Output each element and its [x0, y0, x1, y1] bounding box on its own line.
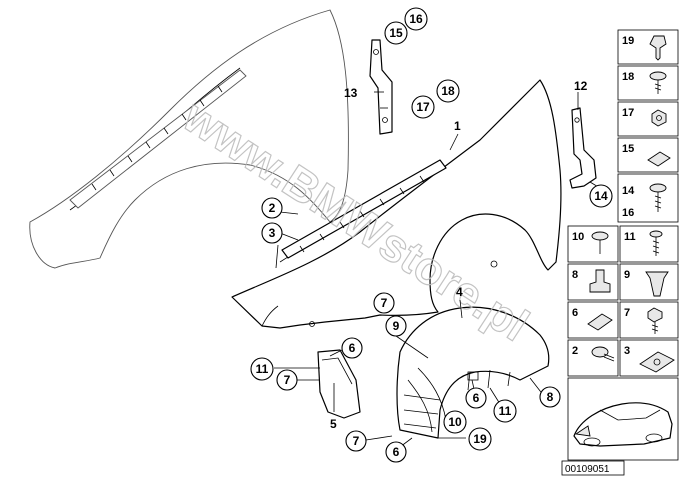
- svg-text:17: 17: [622, 107, 634, 119]
- wheel-arch-liner-part: [396, 306, 550, 439]
- svg-text:16: 16: [409, 12, 423, 26]
- svg-text:8: 8: [572, 269, 578, 281]
- car-location-thumbnail: [567, 377, 679, 461]
- bracket-13-part: [369, 39, 393, 135]
- ghost-fender-drawing: [29, 9, 349, 269]
- svg-text:12: 12: [574, 79, 588, 93]
- svg-text:6: 6: [349, 341, 356, 355]
- svg-text:13: 13: [344, 86, 358, 100]
- svg-text:19: 19: [473, 432, 487, 446]
- callout-17: 17: [411, 95, 435, 119]
- svg-text:7: 7: [381, 296, 388, 310]
- reference-code: 00109051: [561, 460, 625, 476]
- callout-18: 18: [436, 79, 460, 103]
- callout-7: 7: [276, 369, 298, 391]
- svg-text:9: 9: [624, 269, 630, 281]
- panel-cell-2: 2: [567, 339, 619, 377]
- svg-text:4: 4: [456, 285, 463, 299]
- svg-text:1: 1: [454, 119, 461, 133]
- panel-cell-10: 10: [567, 225, 619, 263]
- callout-11: 11: [250, 357, 274, 381]
- callout-16: 16: [404, 7, 428, 31]
- panel-cell-8: 8: [567, 263, 619, 301]
- svg-text:7: 7: [353, 434, 360, 448]
- callout-4: 4: [456, 285, 463, 299]
- svg-text:7: 7: [624, 307, 630, 319]
- callout-6: 6: [465, 387, 487, 409]
- svg-text:3: 3: [624, 345, 630, 357]
- panel-cell-9: 9: [619, 263, 679, 301]
- fasteners-panel: 19 18 17 15 14 16: [561, 29, 679, 476]
- svg-text:5: 5: [330, 417, 337, 431]
- svg-text:15: 15: [622, 143, 634, 155]
- svg-text:14: 14: [594, 189, 608, 203]
- svg-text:18: 18: [622, 71, 634, 83]
- front-fender-part: [231, 79, 562, 329]
- svg-text:18: 18: [441, 84, 455, 98]
- callout-1: 1: [454, 119, 461, 133]
- svg-text:11: 11: [499, 404, 512, 418]
- svg-text:6: 6: [473, 391, 480, 405]
- callout-11: 11: [493, 399, 517, 423]
- callout-19: 19: [468, 427, 492, 451]
- svg-text:14: 14: [622, 185, 635, 197]
- callout-8: 8: [539, 386, 561, 408]
- callout-15: 15: [384, 21, 408, 45]
- callout-7: 7: [373, 292, 395, 314]
- svg-text:17: 17: [416, 100, 430, 114]
- panel-cell-3: 3: [619, 339, 679, 377]
- svg-text:6: 6: [393, 445, 400, 459]
- svg-text:11: 11: [256, 362, 269, 376]
- callout-7: 7: [345, 430, 367, 452]
- panel-cell-18: 18: [617, 65, 679, 101]
- panel-cell-6: 6: [567, 301, 619, 339]
- svg-text:10: 10: [572, 231, 584, 243]
- callout-5: 5: [330, 417, 337, 431]
- svg-text:2: 2: [269, 201, 276, 215]
- svg-text:9: 9: [393, 319, 400, 333]
- callout-14: 14: [589, 184, 613, 208]
- svg-text:16: 16: [622, 207, 634, 219]
- svg-text:11: 11: [624, 231, 636, 243]
- svg-text:2: 2: [572, 345, 578, 357]
- svg-text:19: 19: [622, 35, 634, 47]
- panel-cell-15: 15: [617, 137, 679, 173]
- svg-text:3: 3: [269, 226, 276, 240]
- callout-9: 9: [385, 315, 407, 337]
- svg-text:00109051: 00109051: [565, 464, 610, 475]
- callout-6: 6: [341, 337, 363, 359]
- svg-text:10: 10: [448, 415, 462, 429]
- svg-text:15: 15: [389, 26, 403, 40]
- callout-2: 2: [261, 197, 283, 219]
- callout-13: 13: [344, 86, 358, 100]
- svg-text:7: 7: [284, 373, 291, 387]
- svg-text:6: 6: [572, 307, 578, 319]
- panel-cell-19: 19: [617, 29, 679, 65]
- callout-12: 12: [574, 79, 588, 93]
- callout-10: 10: [443, 410, 467, 434]
- cover-panel-5-part: [317, 349, 361, 419]
- panel-cell-11: 11: [619, 225, 679, 263]
- panel-cell-7: 7: [619, 301, 679, 339]
- panel-cell-17: 17: [617, 101, 679, 137]
- callout-6: 6: [385, 441, 407, 463]
- panel-cell-14-16: 14 16: [617, 173, 679, 223]
- bracket-12-part: [569, 107, 597, 189]
- callout-3: 3: [261, 222, 283, 244]
- svg-text:8: 8: [547, 390, 554, 404]
